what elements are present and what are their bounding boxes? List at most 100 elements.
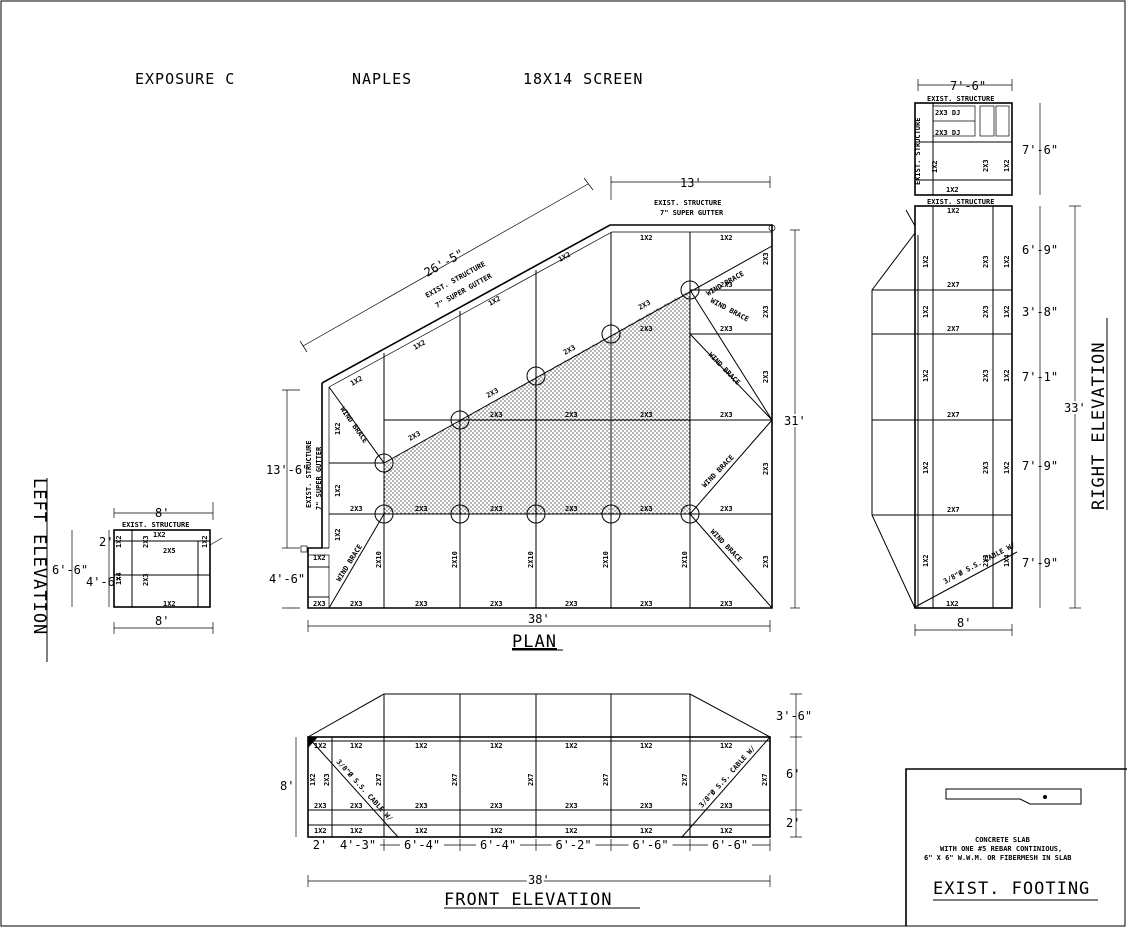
front-bay-dim-bg	[336, 839, 380, 851]
plan-label: 2X3	[762, 305, 770, 318]
right-label: 1X2	[947, 207, 960, 215]
plan-wind-brace-label: WIND BRACE	[709, 528, 744, 564]
plan-label: 2X10	[375, 551, 383, 568]
plan-left-small-dim: 4'-6"	[269, 572, 305, 586]
right-label: 1X2	[946, 186, 959, 194]
plan-label: 2X3	[490, 411, 503, 419]
right-exist-structure-note-v: EXIST. STRUCTURE	[914, 118, 922, 185]
plan-label: 2X3	[490, 505, 503, 513]
footing-detail: CONCRETE SLAB WITH ONE #5 REBAR CONTINIO…	[905, 768, 1127, 926]
plan-label: 1X2	[334, 422, 342, 435]
plan-label: 2X3	[640, 600, 653, 608]
right-label: 2X7	[947, 411, 960, 419]
plan-left-dim: 13'-6"	[266, 463, 309, 477]
front-label: 1X2	[350, 827, 363, 835]
front-label: 2X3	[415, 802, 428, 810]
footing-note-line1: CONCRETE SLAB	[975, 836, 1030, 844]
left-label: 1X2	[153, 531, 166, 539]
plan-wind-brace-label: WIND BRACE	[709, 297, 750, 324]
left-bottom-dim: 8'	[155, 614, 169, 628]
left-label: 2X3	[142, 535, 150, 548]
right-s5-dim: 7'-9"	[1022, 556, 1058, 570]
left-label: 1X4	[115, 572, 123, 585]
right-overall-dim: 33'	[1064, 401, 1086, 415]
right-s4-dim: 7'-9"	[1022, 459, 1058, 473]
right-label: 2X3	[982, 461, 990, 474]
front-label: 1X2	[565, 742, 578, 750]
front-label: 2X7	[761, 773, 769, 786]
plan-label: 2X3	[350, 600, 363, 608]
right-exist-structure-note: EXIST. STRUCTURE	[927, 95, 994, 103]
plan-label: 2X3	[407, 430, 422, 443]
left-label: 1X2	[115, 535, 123, 548]
right-label: 1X2	[922, 305, 930, 318]
right-s3-dim: 7'-1"	[1022, 370, 1058, 384]
left-label: 2X5	[163, 547, 176, 555]
plan-wind-brace-label: WIND BRACE	[701, 454, 736, 490]
front-label: 1X2	[309, 773, 317, 786]
plan-label: 2X3	[490, 600, 503, 608]
plan-bottom-dim: 38'	[528, 612, 550, 626]
plan-label: 1X2	[720, 234, 733, 242]
front-label: 1X2	[640, 827, 653, 835]
right-elevation: EXIST. STRUCTURE 2X3 DJ 2X3 DJ 1X2 EXIST…	[871, 79, 1109, 636]
right-label: 1X2	[931, 160, 939, 173]
front-bay-dim: 6'-6"	[632, 838, 668, 852]
front-label: 2X3	[640, 802, 653, 810]
plan-label: 2X3	[762, 462, 770, 475]
right-label: 2X3	[982, 369, 990, 382]
plan-label: 2X3	[720, 325, 733, 333]
front-bay-dim: 2'	[313, 838, 327, 852]
plan-wind-brace-label: WIND BRACE	[335, 543, 364, 583]
header-screen: 18X14 SCREEN	[523, 70, 643, 88]
right-overall-dim-halo: 33'	[1064, 401, 1086, 415]
plan-label: 2X3	[640, 411, 653, 419]
plan-label: 1X2	[640, 234, 653, 242]
right-label: 1X2	[1003, 159, 1011, 172]
plan-label: 2X3	[485, 387, 500, 400]
front-bay-dim: 6'-4"	[404, 838, 440, 852]
plan-label: 2X3	[640, 505, 653, 513]
plan-label: 2X3	[415, 600, 428, 608]
right-label: 2X3	[982, 305, 990, 318]
front-label: 2X3	[350, 802, 363, 810]
left-label: 1X2	[201, 535, 209, 548]
front-label: 1X2	[314, 742, 327, 750]
right-s1-dim: 6'-9"	[1022, 243, 1058, 257]
footing-note-line2: WITH ONE #5 REBAR CONTINIOUS,	[940, 845, 1062, 853]
left-h1-dim: 2'	[99, 535, 113, 549]
plan-label: 2X3	[720, 411, 733, 419]
right-label: 1X2	[1003, 305, 1011, 318]
right-label: 1X2	[1003, 461, 1011, 474]
plan-label: 2X3	[565, 411, 578, 419]
plan-label: 2X10	[602, 551, 610, 568]
plan-label: 2X3	[640, 325, 653, 333]
left-exist-structure-note: EXIST. STRUCTURE	[122, 521, 189, 529]
front-bay-dims: 2'4'-3"6'-4"6'-4"6'-2"6'-6"6'-6"	[298, 838, 752, 852]
plan-label: 2X3	[720, 600, 733, 608]
right-label: 2X3 DJ	[935, 109, 960, 117]
plan-label: 1X2	[334, 528, 342, 541]
front-elevation: 1X2 1X2 1X2 1X2 1X2 1X2 1X2 2X3 2X3 2X3 …	[280, 693, 812, 910]
left-top-dim: 8'	[155, 506, 169, 520]
right-label: 1X2	[922, 369, 930, 382]
plan-label: 2X10	[681, 551, 689, 568]
left-elevation-title: LEFT ELEVATION	[29, 478, 49, 635]
right-label: 2X3	[982, 159, 990, 172]
front-label: 1X2	[415, 827, 428, 835]
right-exist-structure-note: EXIST. STRUCTURE	[927, 198, 994, 206]
plan-label: 2X3	[350, 505, 363, 513]
right-label: 2X7	[947, 506, 960, 514]
front-label: 1X2	[490, 827, 503, 835]
plan-label: 2X3	[313, 600, 326, 608]
right-label: 1X2	[922, 255, 930, 268]
plan-label: 2X3	[637, 299, 652, 312]
front-label: 2X7	[681, 773, 689, 786]
front-left-dim: 8'	[280, 779, 294, 793]
front-overall-dim: 38'	[528, 873, 550, 887]
plan-label: 2X3	[762, 555, 770, 568]
front-r2-dim: 6'	[786, 767, 800, 781]
front-bay-dim: 4'-3"	[340, 838, 376, 852]
